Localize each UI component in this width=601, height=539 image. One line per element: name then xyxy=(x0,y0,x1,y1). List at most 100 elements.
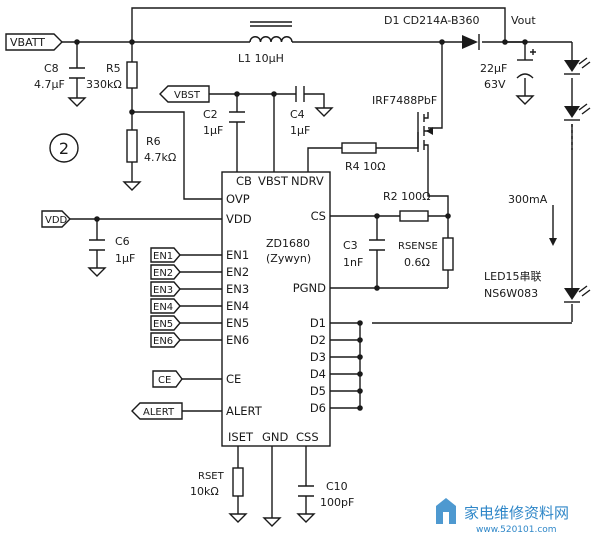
resistor-r4 xyxy=(341,142,377,154)
junction-dot xyxy=(234,91,240,97)
net-label-en3: EN3 xyxy=(153,285,173,296)
pin-css: CSS xyxy=(296,430,319,444)
net-tag-ce: CE xyxy=(152,370,183,388)
label-d1: D1 CD214A-B360 xyxy=(384,14,480,27)
junction-dot xyxy=(374,285,380,291)
junction-dot xyxy=(94,216,100,222)
ic-zd1680 xyxy=(221,171,331,447)
junction-dot xyxy=(271,91,277,97)
label-rsense-value: 0.6Ω xyxy=(404,256,430,269)
net-tag-vbst: VBST xyxy=(159,85,210,103)
cout-wire xyxy=(505,41,526,96)
label-r5-ref: R5 xyxy=(106,62,121,75)
ce-alert-wires xyxy=(182,378,222,412)
inductor-core xyxy=(250,21,292,27)
label-r6-value: 4.7kΩ xyxy=(144,151,176,164)
junction-dot xyxy=(357,337,363,343)
net-tag-vbatt: VBATT xyxy=(5,33,63,51)
resistor-rset xyxy=(232,467,244,497)
circle-marker xyxy=(49,133,79,163)
junction-dot xyxy=(502,39,508,45)
mosfet-q1 xyxy=(417,112,433,152)
label-led-part: NS6W083 xyxy=(484,287,538,300)
label-l1: L1 10μH xyxy=(238,52,284,65)
resistor-r5 xyxy=(126,61,138,89)
pin-d5: D5 xyxy=(310,384,326,398)
junction-dot xyxy=(522,39,528,45)
junctions xyxy=(74,39,528,411)
pin-vdd: VDD xyxy=(226,212,252,226)
inductor-l1 xyxy=(249,36,293,43)
capacitor-c6 xyxy=(89,239,105,251)
junction-dot xyxy=(74,39,80,45)
dchannel-wires xyxy=(330,322,572,409)
label-c4-ref: C4 xyxy=(290,108,305,121)
label-cout-value: 22μF xyxy=(480,62,507,75)
label-c8-ref: C8 xyxy=(44,62,59,75)
net-label-vout: Vout xyxy=(511,14,536,27)
capacitor-c10 xyxy=(298,485,314,497)
label-r2: R2 100Ω xyxy=(383,190,431,203)
pin-en4: EN4 xyxy=(226,299,249,313)
top-rail-wire xyxy=(131,7,506,42)
label-current: 300mA xyxy=(508,193,548,206)
net-label-en6: EN6 xyxy=(153,336,173,347)
pin-pgnd: PGND xyxy=(293,281,326,295)
net-label-ce: CE xyxy=(158,375,171,386)
junction-dot xyxy=(445,213,451,219)
watermark-logo xyxy=(436,498,456,524)
capacitor-c3 xyxy=(369,239,385,251)
net-label-vbatt: VBATT xyxy=(10,36,45,49)
pin-gnd: GND xyxy=(262,430,289,444)
ic-name: ZD1680 xyxy=(266,237,310,250)
net-tag-en4: EN4 xyxy=(150,298,181,314)
current-arrow-head xyxy=(549,238,557,246)
resistor-r6 xyxy=(126,129,138,163)
junction-dot xyxy=(357,320,363,326)
pin-alert: ALERT xyxy=(226,404,263,418)
label-c8-value: 4.7μF xyxy=(34,78,65,91)
pin-d3: D3 xyxy=(310,350,326,364)
label-r6-ref: R6 xyxy=(146,135,161,148)
net-tag-vdd: VDD xyxy=(41,210,71,228)
net-label-alert: ALERT xyxy=(143,407,175,418)
label-cout-voltage: 63V xyxy=(484,78,506,91)
capacitor-c8 xyxy=(69,67,85,79)
net-label-vbst: VBST xyxy=(174,90,201,101)
label-q1: IRF7488PbF xyxy=(372,94,437,107)
en-wires xyxy=(180,254,222,341)
label-c3-value: 1nF xyxy=(343,256,363,269)
pin-d2: D2 xyxy=(310,333,326,347)
pin-en6: EN6 xyxy=(226,333,249,347)
pin-d6: D6 xyxy=(310,401,326,415)
junction-dot xyxy=(357,388,363,394)
c4-wire xyxy=(274,93,325,108)
ovp-wire xyxy=(132,111,222,200)
label-rset-value: 10kΩ xyxy=(190,485,219,498)
junction-dot xyxy=(374,213,380,219)
label-rset-ref: RSET xyxy=(198,471,225,482)
label-r4: R4 10Ω xyxy=(345,160,386,173)
junction-dot xyxy=(357,371,363,377)
pin-en5: EN5 xyxy=(226,316,249,330)
capacitor-c2 xyxy=(229,111,245,123)
wires xyxy=(62,7,573,518)
label-c10-ref: C10 xyxy=(326,480,348,493)
net-label-en2: EN2 xyxy=(153,268,173,279)
net-tag-en1: EN1 xyxy=(150,247,181,263)
capacitor-cout xyxy=(516,49,536,79)
pin-en2: EN2 xyxy=(226,265,249,279)
junction-dot xyxy=(439,39,445,45)
ground-symbols xyxy=(67,95,535,527)
net-tag-en3: EN3 xyxy=(150,281,181,297)
label-c10-value: 100pF xyxy=(320,496,354,509)
pin-en1: EN1 xyxy=(226,248,249,262)
resistor-r2 xyxy=(399,210,429,222)
pin-ndrv: NDRV xyxy=(291,174,324,188)
capacitor-c4 xyxy=(295,86,305,102)
label-c6-value: 1μF xyxy=(115,252,135,265)
pin-ovp: OVP xyxy=(226,192,250,206)
junction-dot xyxy=(357,354,363,360)
switch-node-wire xyxy=(428,42,443,129)
pin-cb: CB xyxy=(236,174,252,188)
